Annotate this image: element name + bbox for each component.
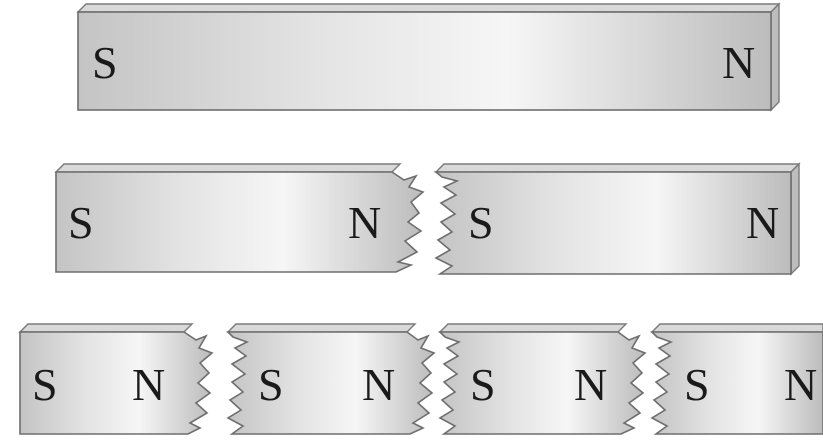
south-pole-label: S [68,197,94,248]
whole-magnet-top-face [76,3,781,13]
quarter-3-body [438,331,647,435]
quarter-1-body [19,331,214,435]
south-pole-label: S [470,359,496,410]
south-pole-label: S [468,197,494,248]
south-pole-label: S [684,359,710,410]
quarter-4-body [650,331,823,435]
south-pole-label: S [92,37,118,88]
half-magnet-right: S N [433,162,801,276]
north-pole-label: N [362,359,395,410]
quarter-3-top-face [438,323,628,333]
quarter-magnet-4: S N [650,323,823,435]
half-left-body [55,171,425,273]
whole-magnet-end-face [770,2,780,112]
half-right-body [433,171,792,275]
quarter-magnet-3: S N [438,323,647,435]
north-pole-label: N [132,359,165,410]
south-pole-label: S [258,359,284,410]
quarter-4-top-face [650,323,823,333]
half-right-top-face [434,163,801,173]
quarter-magnet-1: S N [18,323,214,435]
half-left-top-face [54,163,402,173]
north-pole-label: N [574,359,607,410]
half-right-end-face [790,162,800,276]
quarter-2-body [226,331,436,435]
quarter-2-top-face [226,323,417,333]
south-pole-label: S [32,359,58,410]
whole-magnet: S N [76,2,781,112]
north-pole-label: N [348,197,381,248]
half-magnet-left: S N [54,163,425,273]
quarter-magnet-2: S N [226,323,436,435]
north-pole-label: N [784,359,817,410]
whole-magnet-body [77,11,772,111]
north-pole-label: N [746,197,779,248]
north-pole-label: N [722,37,755,88]
quarter-1-top-face [18,323,194,333]
